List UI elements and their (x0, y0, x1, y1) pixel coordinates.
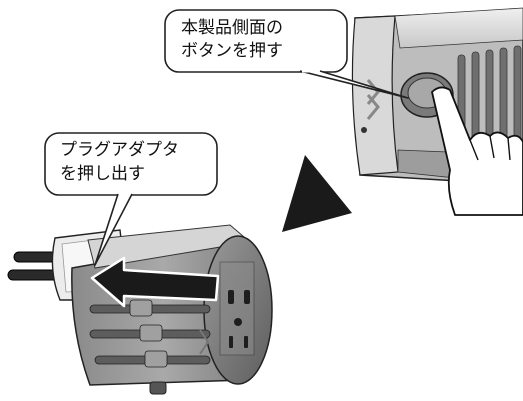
adapter-device (7, 224, 273, 395)
socket-holes (228, 290, 250, 348)
pressing-hand-icon (431, 86, 523, 216)
callout-push-out (44, 132, 218, 266)
push-out-arrow-icon (90, 256, 220, 308)
callout-push-out-line1: プラグアダプタ (60, 140, 179, 160)
step-arrow-icon (282, 155, 352, 232)
callout-press-button-line1: 本製品側面の (181, 18, 283, 38)
device-side-view (351, 7, 523, 216)
callout-press-button-line2: ボタンを押す (181, 41, 283, 61)
slider-tracks (89, 299, 211, 368)
vent-slots (457, 45, 522, 143)
callout-press-button (164, 9, 409, 99)
callout-push-out-line2: を押し出す (60, 164, 145, 184)
